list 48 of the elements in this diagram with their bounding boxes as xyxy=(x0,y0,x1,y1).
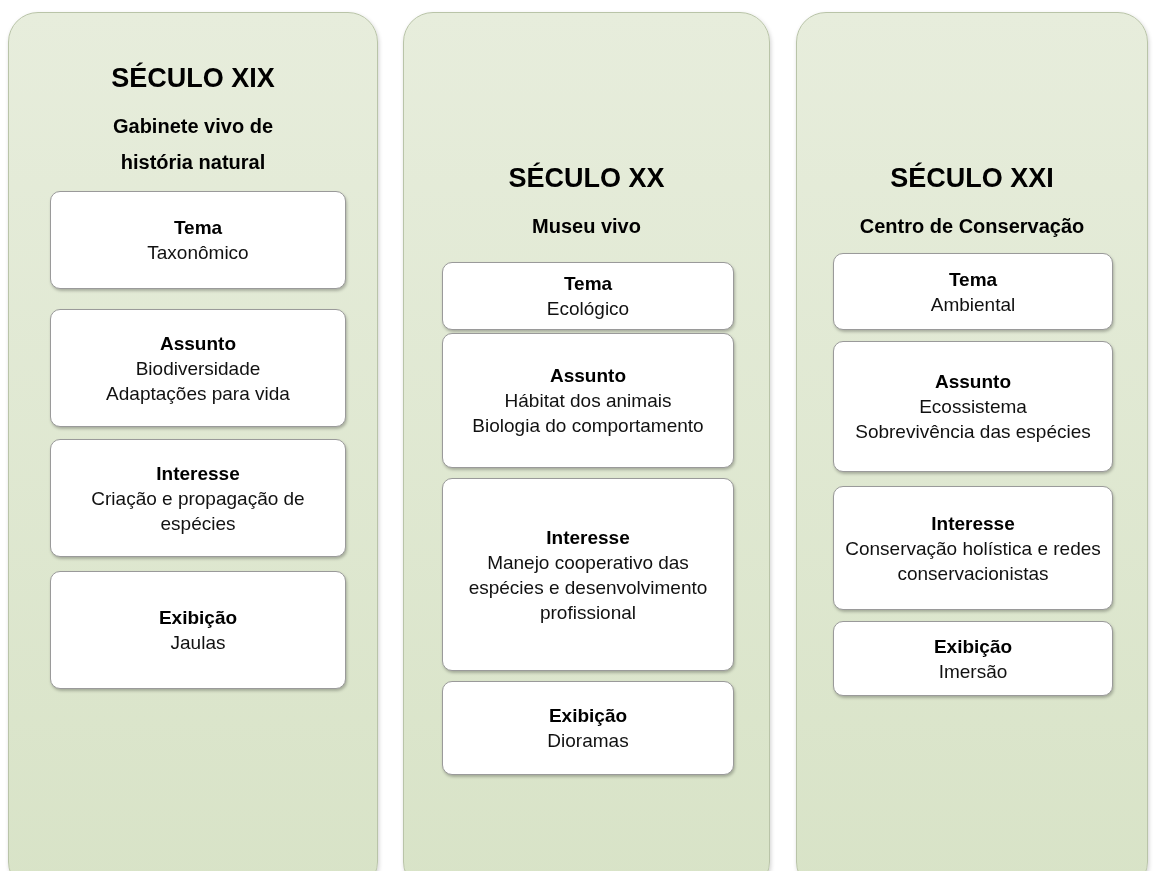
card-heading: Interesse xyxy=(931,511,1015,536)
info-card xyxy=(50,191,346,289)
century-panel xyxy=(8,12,378,871)
card-heading: Assunto xyxy=(935,370,1011,394)
card-text: Ambiental xyxy=(930,292,1016,317)
info-card xyxy=(833,621,1113,696)
card-text: Adaptações para vida xyxy=(106,381,290,406)
panel-subtitle: Museu vivo xyxy=(532,214,641,239)
panel-subtitle: Gabinete vivo de história natural xyxy=(111,114,275,175)
card-text: Taxonômico xyxy=(147,241,249,265)
card-text: Biodiversidade xyxy=(135,356,261,381)
info-card xyxy=(50,439,346,557)
card-heading: Assunto xyxy=(160,331,236,356)
panel-subtitle: Centro de Conservação xyxy=(859,214,1085,239)
info-card xyxy=(833,253,1113,330)
card-heading: Tema xyxy=(948,267,998,292)
card-text: Sobrevivência das espécies xyxy=(855,420,1091,444)
card-heading: Exibição xyxy=(158,606,238,630)
card-heading: Interesse xyxy=(546,525,630,550)
info-card xyxy=(442,333,734,468)
card-heading: Tema xyxy=(563,272,613,296)
info-card xyxy=(442,262,734,330)
info-card xyxy=(833,341,1113,472)
card-text: Imersão xyxy=(938,659,1008,684)
card-text: Jaulas xyxy=(170,631,226,655)
card-text: Ecossistema xyxy=(919,395,1027,419)
card-text: Criação e propagação de espécies xyxy=(90,486,306,536)
card-heading: Assunto xyxy=(550,364,626,388)
panel-title: SÉCULO XXI xyxy=(890,163,1054,194)
card-text: Dioramas xyxy=(547,729,629,753)
card-text: Conservação holística e redes conservacionistas xyxy=(844,536,1102,586)
century-panel xyxy=(403,12,770,871)
century-panel xyxy=(796,12,1148,871)
panel-title: SÉCULO XX xyxy=(508,163,665,194)
info-card xyxy=(442,478,734,671)
card-heading: Exibição xyxy=(933,634,1013,659)
card-text: Ecológico xyxy=(546,297,630,321)
card-text: Hábitat dos animais xyxy=(504,389,672,413)
info-card xyxy=(50,309,346,427)
info-card xyxy=(833,486,1113,610)
card-text: Biologia do comportamento xyxy=(472,414,704,438)
panel-title: SÉCULO XIX xyxy=(111,63,275,94)
info-card xyxy=(442,681,734,775)
card-heading: Tema xyxy=(173,216,223,240)
info-card xyxy=(50,571,346,689)
card-heading: Interesse xyxy=(156,461,240,486)
card-heading: Exibição xyxy=(548,704,628,728)
card-text: Manejo cooperativo das espécies e desenvolvimento profissional xyxy=(467,550,709,625)
